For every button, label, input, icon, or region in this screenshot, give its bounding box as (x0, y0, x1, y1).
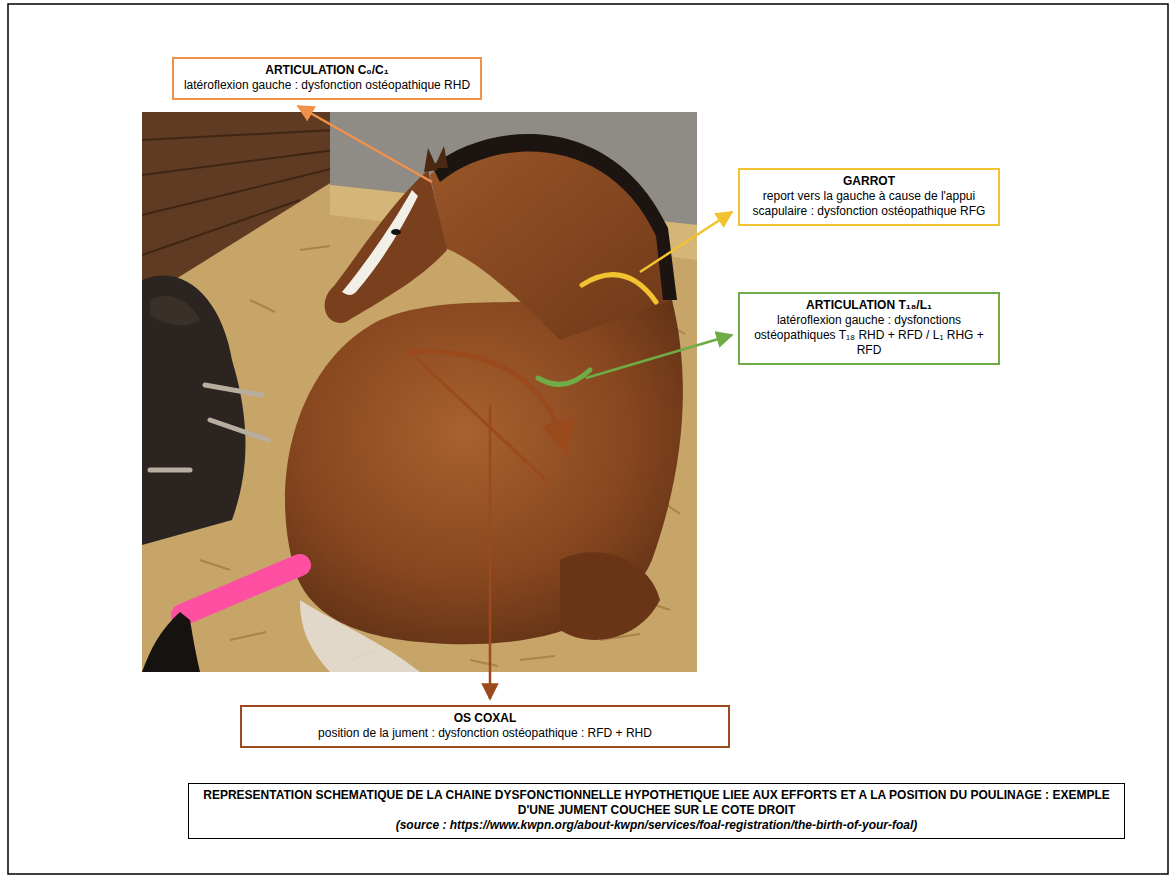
leader-line (298, 106, 432, 182)
foal-head (150, 296, 200, 325)
leader-line (640, 212, 732, 272)
foal-legs (150, 385, 268, 470)
mare-neck (430, 143, 672, 340)
foal-body (142, 276, 246, 545)
box-heading: ARTICULATION C₀/C₁ (182, 63, 472, 78)
placenta (300, 600, 420, 672)
straw-floor (142, 112, 697, 672)
mare-eye (391, 229, 401, 235)
mare-head (325, 170, 447, 323)
callout-box: ARTICULATION C₀/C₁latéroflexion gauche :… (172, 57, 482, 100)
coxal-arc (410, 352, 566, 452)
mare-photo (142, 112, 697, 672)
wood-planks (142, 130, 335, 255)
mare-ear (434, 146, 448, 168)
thoracolumbar-arc (538, 370, 590, 384)
leader-lines (298, 106, 732, 699)
caption-box: REPRESENTATION SCHEMATIQUE DE LA CHAINE … (188, 783, 1125, 839)
source-text: (source : https://www.kwpn.org/about-kwp… (197, 818, 1116, 833)
leader-line (489, 405, 492, 699)
box-heading: ARTICULATION T₁₈/L₁ (748, 298, 990, 313)
callout-box: GARROTreport vers la gauche à cause de l… (738, 168, 1000, 226)
white-blaze (342, 190, 418, 295)
tail-wrap (182, 565, 300, 615)
callout-box: ARTICULATION T₁₈/L₁latéroflexion gauche … (738, 292, 1000, 365)
box-text: latéroflexion gauche : dysfonctions osté… (748, 313, 990, 358)
callout-box: OS COXALposition de la jument : dysfonct… (240, 705, 730, 748)
box-text: report vers la gauche à cause de l'appui… (748, 189, 990, 219)
dysfunction-marks (410, 275, 656, 482)
caption-text: REPRESENTATION SCHEMATIQUE DE LA CHAINE … (197, 788, 1116, 818)
mare-body (285, 292, 683, 644)
wood-wall (142, 112, 335, 300)
coxal-line (410, 352, 548, 482)
withers-arc (582, 275, 656, 302)
mare-mane (432, 134, 677, 300)
folded-leg (560, 552, 660, 640)
tail-hair (142, 612, 200, 672)
box-heading: OS COXAL (250, 711, 720, 726)
leader-line (586, 335, 732, 378)
mare-ear (424, 148, 438, 172)
box-text: position de la jument : dysfonction osté… (250, 726, 720, 741)
box-heading: GARROT (748, 174, 990, 189)
outer-frame (8, 4, 1168, 874)
box-text: latéroflexion gauche : dysfonction ostéo… (182, 78, 472, 93)
